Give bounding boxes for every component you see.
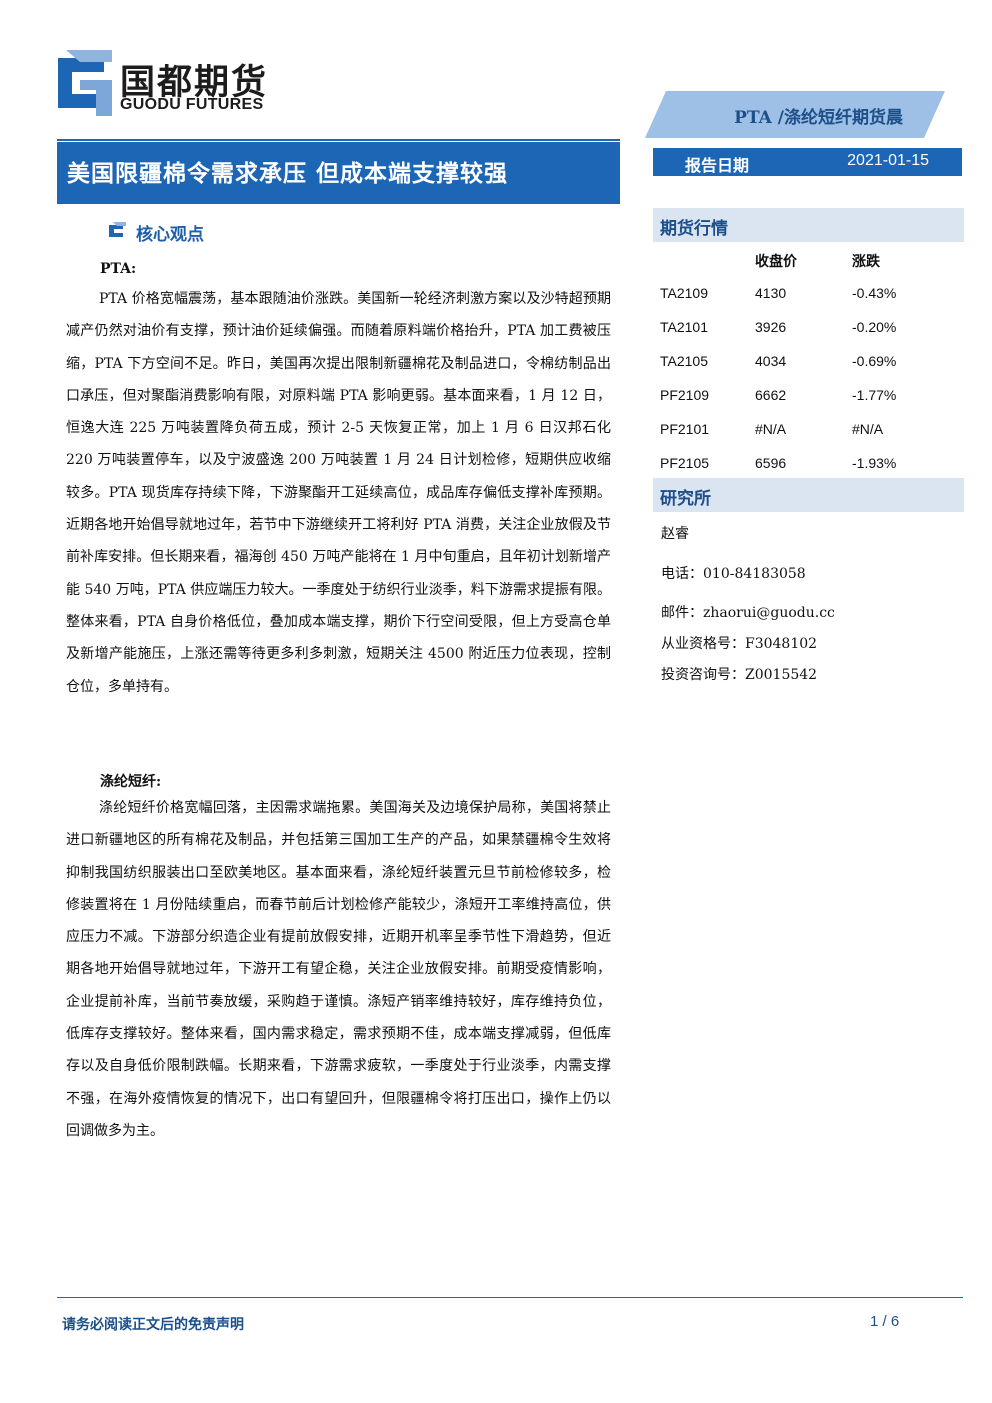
report-date-label: 报告日期 xyxy=(685,156,750,175)
close-cell: 6662 xyxy=(755,387,787,403)
category-banner: PTA /涤纶短纤期货晨 xyxy=(645,91,945,138)
close-cell: 4130 xyxy=(755,285,787,301)
title-bar: 美国限疆棉令需求承压 但成本端支撑较强 xyxy=(57,142,620,204)
pta-section-body: PTA 价格宽幅震荡，基本跟随油价涨跌。美国新一轮经济刺激方案以及沙特超预期减产… xyxy=(66,291,611,695)
col-header-close: 收盘价 xyxy=(755,254,797,270)
change-cell: -1.93% xyxy=(852,455,897,471)
close-cell: #N/A xyxy=(755,421,787,437)
close-cell: 6596 xyxy=(755,455,787,471)
contract-cell: TA2101 xyxy=(660,319,708,335)
core-views-title: 核心观点 xyxy=(136,225,204,245)
change-cell: -1.77% xyxy=(852,387,897,403)
brand-name-cn: 国都期货 xyxy=(120,63,269,103)
title-divider xyxy=(57,139,620,141)
table-row: TA2105 4034 -0.69% xyxy=(653,353,964,387)
analyst-phone: 电话：010-84183058 xyxy=(661,566,806,582)
change-cell: -0.43% xyxy=(852,285,897,301)
section-marker-icon xyxy=(109,222,126,237)
footer-disclaimer: 请务必阅读正文后的免责声明 xyxy=(62,1317,244,1333)
psf-section-title: 涤纶短纤: xyxy=(100,774,162,790)
close-cell: 3926 xyxy=(755,319,787,335)
change-cell: -0.20% xyxy=(852,319,897,335)
company-logo: 国都期货 GUODU FUTURES xyxy=(50,50,295,120)
contract-cell: PF2101 xyxy=(660,421,710,437)
col-header-change: 涨跌 xyxy=(852,254,880,270)
table-row: TA2101 3926 -0.20% xyxy=(653,319,964,353)
institute-heading: 研究所 xyxy=(660,489,711,509)
market-heading: 期货行情 xyxy=(660,219,728,239)
analyst-email: 邮件：zhaorui@guodu.cc xyxy=(661,605,835,621)
consulting-number: 投资咨询号：Z0015542 xyxy=(661,667,818,683)
report-date-value: 2021-01-15 xyxy=(847,152,929,169)
table-row: TA2109 4130 -0.43% xyxy=(653,285,964,319)
close-cell: 4034 xyxy=(755,353,787,369)
report-title: 美国限疆棉令需求承压 但成本端支撑较强 xyxy=(67,160,509,187)
footer-divider xyxy=(57,1297,963,1298)
pta-section-title: PTA: xyxy=(100,261,137,277)
institute-heading-bar: 研究所 xyxy=(653,478,964,512)
market-heading-bar: 期货行情 xyxy=(653,208,964,242)
logo-mark-icon xyxy=(58,50,112,116)
report-date-bar: 报告日期 2021-01-15 xyxy=(653,148,962,176)
page-number: 1 / 6 xyxy=(870,1313,900,1330)
brand-name-en: GUODU FUTURES xyxy=(120,96,264,113)
contract-cell: TA2109 xyxy=(660,285,708,301)
contract-cell: PF2105 xyxy=(660,455,710,471)
change-cell: -0.69% xyxy=(852,353,897,369)
table-row: PF2101 #N/A #N/A xyxy=(653,421,964,455)
table-row: PF2105 6596 -1.93% xyxy=(653,455,964,489)
analyst-name: 赵睿 xyxy=(661,526,689,542)
contract-cell: TA2105 xyxy=(660,353,708,369)
qualification-number: 从业资格号：F3048102 xyxy=(661,636,818,652)
psf-section-body: 涤纶短纤价格宽幅回落，主因需求端拖累。美国海关及边境保护局称，美国将禁止进口新疆… xyxy=(66,800,611,1139)
contract-cell: PF2109 xyxy=(660,387,710,403)
table-row: PF2109 6662 -1.77% xyxy=(653,387,964,421)
category-label: PTA /涤纶短纤期货晨 xyxy=(734,108,903,128)
change-cell: #N/A xyxy=(852,421,884,437)
